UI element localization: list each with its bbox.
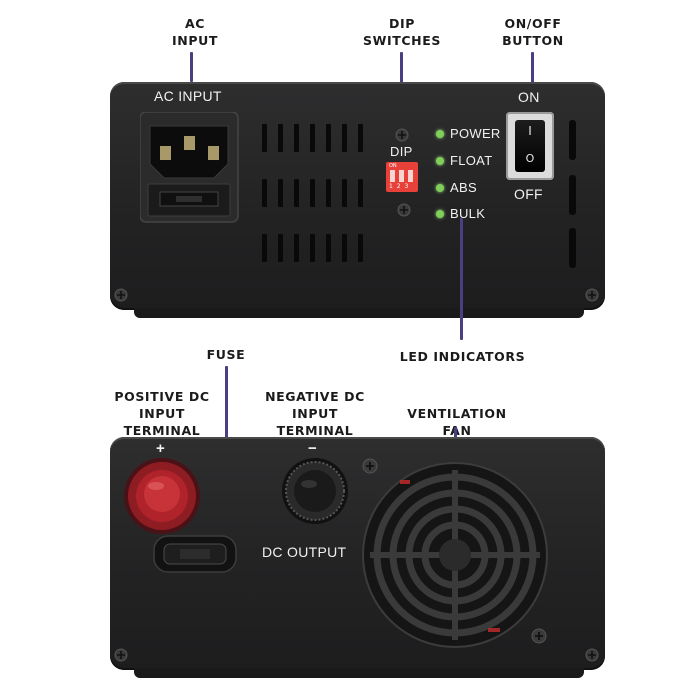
callout-negative-line2: INPUT TERMINAL bbox=[276, 406, 354, 438]
callout-onoff-line1: ON/OFF bbox=[504, 16, 562, 31]
led-label-bulk: BULK bbox=[450, 206, 486, 221]
ventilation-fan-icon bbox=[362, 462, 548, 648]
fuse-holder[interactable] bbox=[150, 530, 240, 578]
side-vent-slots bbox=[569, 120, 576, 268]
screw-icon bbox=[395, 128, 409, 142]
callout-onoff-line2: BUTTON bbox=[502, 33, 564, 48]
positive-terminal-knob[interactable] bbox=[122, 456, 202, 536]
led-row-float: FLOAT bbox=[436, 153, 546, 169]
callout-fuse: FUSE bbox=[196, 346, 256, 363]
negative-terminal-knob[interactable] bbox=[280, 456, 350, 526]
callout-ac-input-line1: AC bbox=[184, 16, 206, 31]
dip-switch-2[interactable] bbox=[399, 170, 404, 182]
dip-on-text: ON bbox=[389, 163, 397, 169]
led-row-bulk: BULK bbox=[436, 206, 546, 222]
leader-led-indicators bbox=[460, 218, 463, 340]
callout-negative-dc: NEGATIVE DC INPUT TERMINAL bbox=[255, 388, 375, 439]
dip-switch-block[interactable]: ON 1 2 3 bbox=[386, 162, 418, 192]
callout-led-indicators: LED INDICATORS bbox=[395, 348, 530, 365]
ac-input-label: AC INPUT bbox=[154, 88, 222, 104]
screw-icon bbox=[397, 203, 411, 217]
callout-dip-switches: DIP SWITCHES bbox=[352, 15, 452, 49]
rocker-on-symbol: I bbox=[528, 124, 532, 138]
dip-switch-3[interactable] bbox=[408, 170, 413, 182]
rocker-paddle[interactable]: I O bbox=[515, 120, 545, 172]
callout-dip-line2: SWITCHES bbox=[363, 33, 441, 48]
callout-ac-input-line2: INPUT bbox=[172, 33, 218, 48]
rocker-off-symbol: O bbox=[525, 152, 535, 165]
callout-on-off-button: ON/OFF BUTTON bbox=[488, 15, 578, 49]
screw-icon bbox=[585, 288, 599, 302]
screw-icon bbox=[362, 458, 378, 474]
back-panel-foot bbox=[134, 668, 584, 678]
front-panel-foot bbox=[134, 308, 584, 318]
screw-icon bbox=[531, 628, 547, 644]
callout-ventilation-fan: VENTILATION FAN bbox=[392, 405, 522, 439]
callout-positive-line1: POSITIVE DC bbox=[114, 389, 210, 404]
callout-led-line1: LED INDICATORS bbox=[399, 349, 526, 364]
dip-label: DIP bbox=[390, 144, 413, 159]
callout-positive-line2: INPUT TERMINAL bbox=[123, 406, 201, 438]
led-row-abs: ABS bbox=[436, 180, 546, 196]
led-label-power: POWER bbox=[450, 126, 501, 141]
switch-on-label: ON bbox=[518, 89, 540, 105]
screw-icon bbox=[585, 648, 599, 662]
switch-off-label: OFF bbox=[514, 186, 543, 202]
front-vent-slots bbox=[262, 124, 363, 262]
screw-icon bbox=[114, 288, 128, 302]
dc-output-label: DC OUTPUT bbox=[262, 544, 347, 560]
leader-ac-input bbox=[190, 52, 193, 82]
callout-negative-line1: NEGATIVE DC bbox=[265, 389, 365, 404]
callout-ac-input: AC INPUT bbox=[150, 15, 240, 49]
led-dot-icon bbox=[436, 184, 444, 192]
callout-dip-line1: DIP bbox=[389, 16, 415, 31]
led-dot-icon bbox=[436, 130, 444, 138]
led-row-power: POWER bbox=[436, 126, 546, 142]
led-label-abs: ABS bbox=[450, 180, 477, 195]
positive-sign: + bbox=[156, 440, 166, 457]
callout-fuse-line1: FUSE bbox=[206, 347, 246, 362]
led-label-float: FLOAT bbox=[450, 153, 493, 168]
on-off-rocker-switch[interactable]: I O bbox=[506, 112, 554, 180]
ac-inlet-socket bbox=[140, 112, 239, 223]
dip-numbers: 1 2 3 bbox=[389, 183, 410, 190]
negative-sign: − bbox=[308, 440, 318, 457]
callout-fan-line1: VENTILATION FAN bbox=[407, 406, 507, 438]
led-dot-icon bbox=[436, 157, 444, 165]
leader-on-off-button bbox=[531, 52, 534, 84]
callout-positive-dc: POSITIVE DC INPUT TERMINAL bbox=[102, 388, 222, 439]
led-dot-icon bbox=[436, 210, 444, 218]
dip-switch-1[interactable] bbox=[390, 170, 395, 182]
screw-icon bbox=[114, 648, 128, 662]
